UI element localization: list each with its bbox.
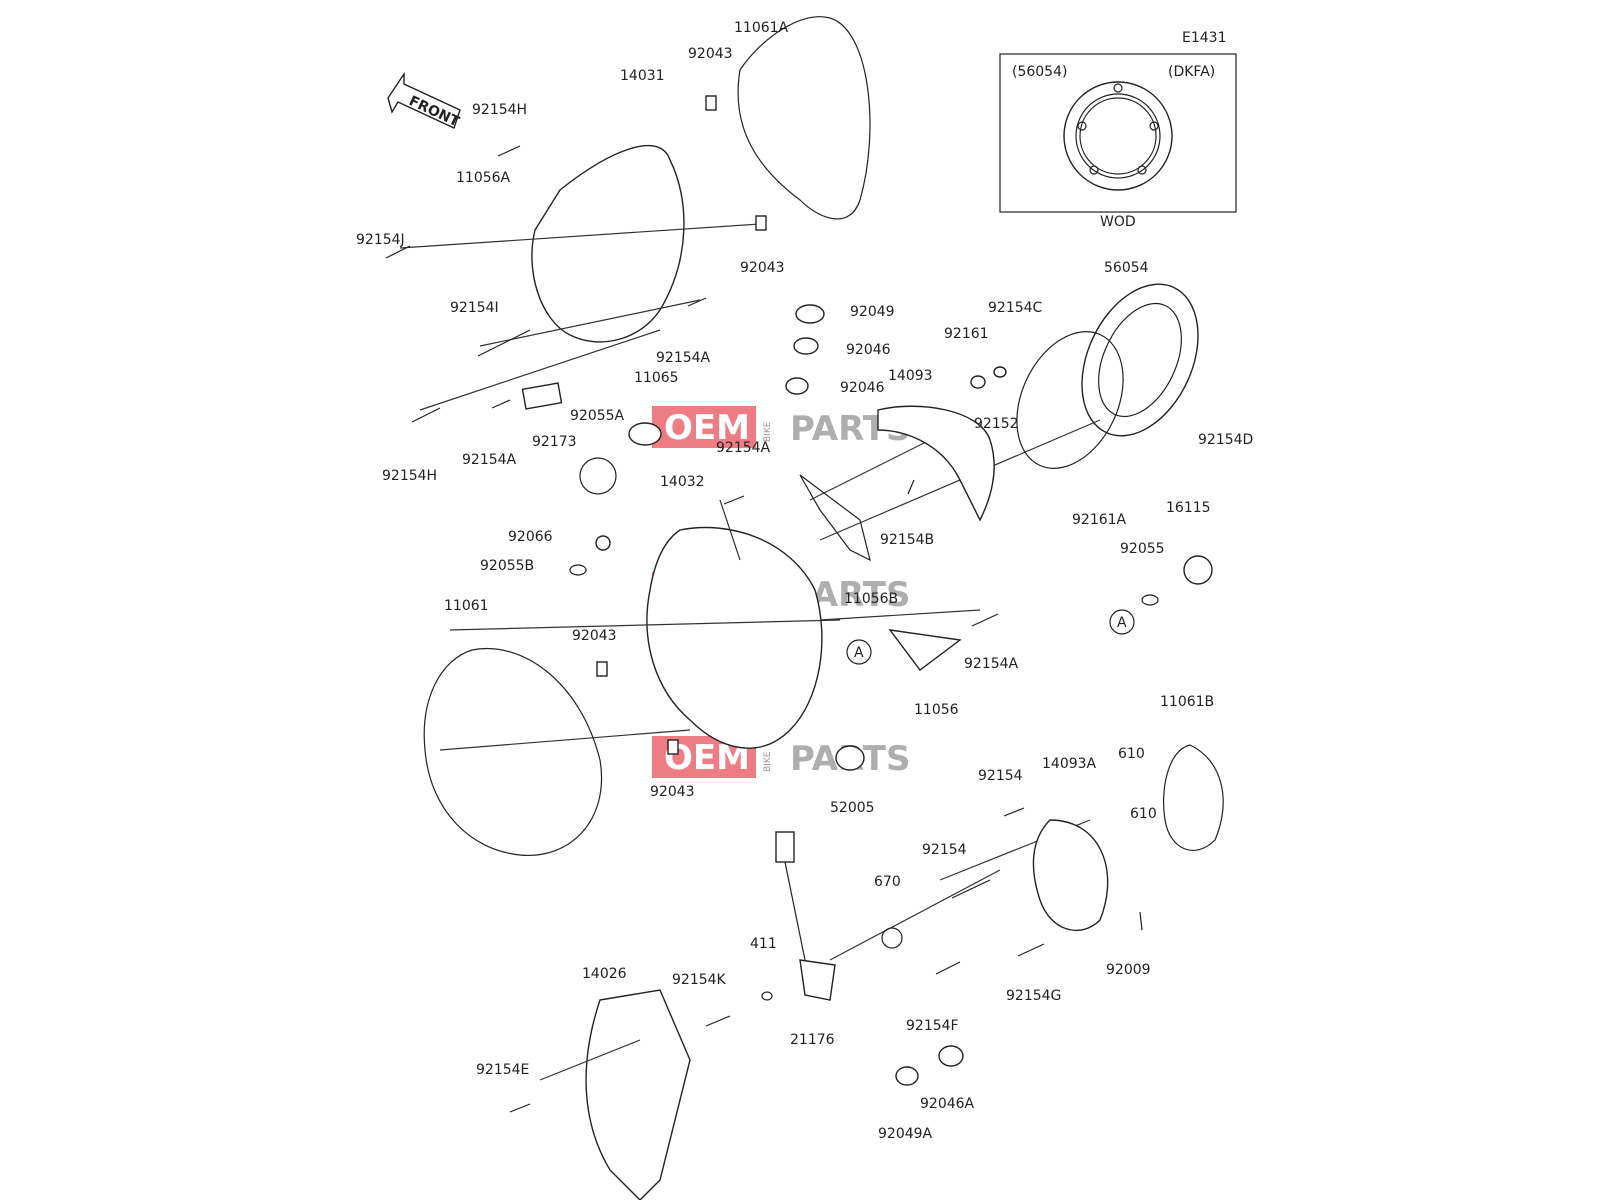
part-label: 92043 <box>572 628 617 644</box>
variant-inset: E1431 (56054) (DKFA) WOD <box>999 30 1237 230</box>
part-label: 411 <box>750 936 777 952</box>
part-label: 610 <box>1118 746 1145 762</box>
svg-text:WOD: WOD <box>1100 214 1136 230</box>
part-label: 11061A <box>734 20 789 36</box>
part-label: 11056B <box>844 591 898 607</box>
svg-text:A: A <box>1117 615 1127 631</box>
part-label: 92154H <box>472 102 527 118</box>
part-label: 11065 <box>634 370 679 386</box>
plate-56054-inner <box>1098 302 1182 418</box>
part-label: 92154F <box>906 1018 959 1034</box>
part-label: 16115 <box>1166 500 1211 516</box>
svg-text:A: A <box>854 645 864 661</box>
part-label: 21176 <box>790 1032 835 1048</box>
part-label: 11061B <box>1160 694 1214 710</box>
part-label: 92154A <box>656 350 711 366</box>
part-label: 56054 <box>1104 260 1149 276</box>
small-parts <box>521 95 1213 1086</box>
part-label: 92154D <box>1198 432 1253 448</box>
cover-14026-shape <box>585 989 691 1200</box>
part-label: 92055 <box>1120 541 1165 557</box>
cover-14032-shape <box>646 526 823 749</box>
svg-text:E1431: E1431 <box>1182 30 1226 46</box>
part-label: 92066 <box>508 529 553 545</box>
watermark-1: OEM BIKE PARTS <box>652 406 910 449</box>
ref-mark-a-2: A <box>1109 609 1135 635</box>
front-arrow-icon: FRONT <box>387 71 462 130</box>
part-label: 610 <box>1130 806 1157 822</box>
part-label: 92049A <box>878 1126 933 1142</box>
part-label: 14032 <box>660 474 705 490</box>
part-label: 92154A <box>964 656 1019 672</box>
part-label: 92055B <box>480 558 534 574</box>
gasket-11061A-shape <box>737 16 871 220</box>
part-label: 92173 <box>532 434 577 450</box>
part-label: 92154B <box>880 532 934 548</box>
part-label: 92154A <box>716 440 771 456</box>
part-label: 11056A <box>456 170 511 186</box>
part-label: 92154K <box>672 972 727 988</box>
gasket-11061-shape <box>423 648 603 856</box>
part-label: 92154A <box>462 452 517 468</box>
part-label: 14093A <box>1042 756 1097 772</box>
part-label: 92043 <box>740 260 785 276</box>
part-label: 92154 <box>922 842 967 858</box>
part-label: 14093 <box>888 368 933 384</box>
bolts <box>385 145 1143 1113</box>
part-label: 11056 <box>914 702 959 718</box>
part-label: 92009 <box>1106 962 1151 978</box>
part-label: 92046 <box>840 380 885 396</box>
plate-56054-shape <box>1081 283 1199 437</box>
gasket-92161A-shape <box>1016 331 1124 469</box>
part-label: 92055A <box>570 408 625 424</box>
svg-text:BIKE: BIKE <box>763 421 773 442</box>
part-label: 92154 <box>978 768 1023 784</box>
part-label: 92161A <box>1072 512 1127 528</box>
part-label: 92154G <box>1006 988 1061 1004</box>
part-label: 92043 <box>650 784 695 800</box>
part-label: 92154E <box>476 1062 529 1078</box>
part-label: 92154H <box>382 468 437 484</box>
watermark-3: OEM BIKE PARTS <box>652 736 910 779</box>
part-label: 11061 <box>444 598 489 614</box>
part-label: 52005 <box>830 800 875 816</box>
part-label: 14031 <box>620 68 665 84</box>
part-label: 92161 <box>944 326 989 342</box>
gasket-11061B-shape <box>1162 744 1224 851</box>
svg-text:OEM: OEM <box>664 408 750 448</box>
svg-text:BIKE: BIKE <box>763 751 773 772</box>
svg-text:(56054): (56054) <box>1012 64 1067 80</box>
ref-mark-a-1: A <box>846 639 872 665</box>
svg-text:(DKFA): (DKFA) <box>1168 64 1215 80</box>
part-label: 92154C <box>988 300 1043 316</box>
cover-14031-shape <box>531 144 685 343</box>
part-label: 92154I <box>450 300 499 316</box>
part-label: 14026 <box>582 966 627 982</box>
part-label: 670 <box>874 874 901 890</box>
part-label: 92049 <box>850 304 895 320</box>
part-label: 92043 <box>688 46 733 62</box>
part-labels: 11061A920431403192154H11056A92154J920439… <box>356 20 1253 1142</box>
part-label: 92154J <box>356 232 405 248</box>
part-label: 92046A <box>920 1096 975 1112</box>
part-label: 92152 <box>974 416 1019 432</box>
part-label: 92046 <box>846 342 891 358</box>
